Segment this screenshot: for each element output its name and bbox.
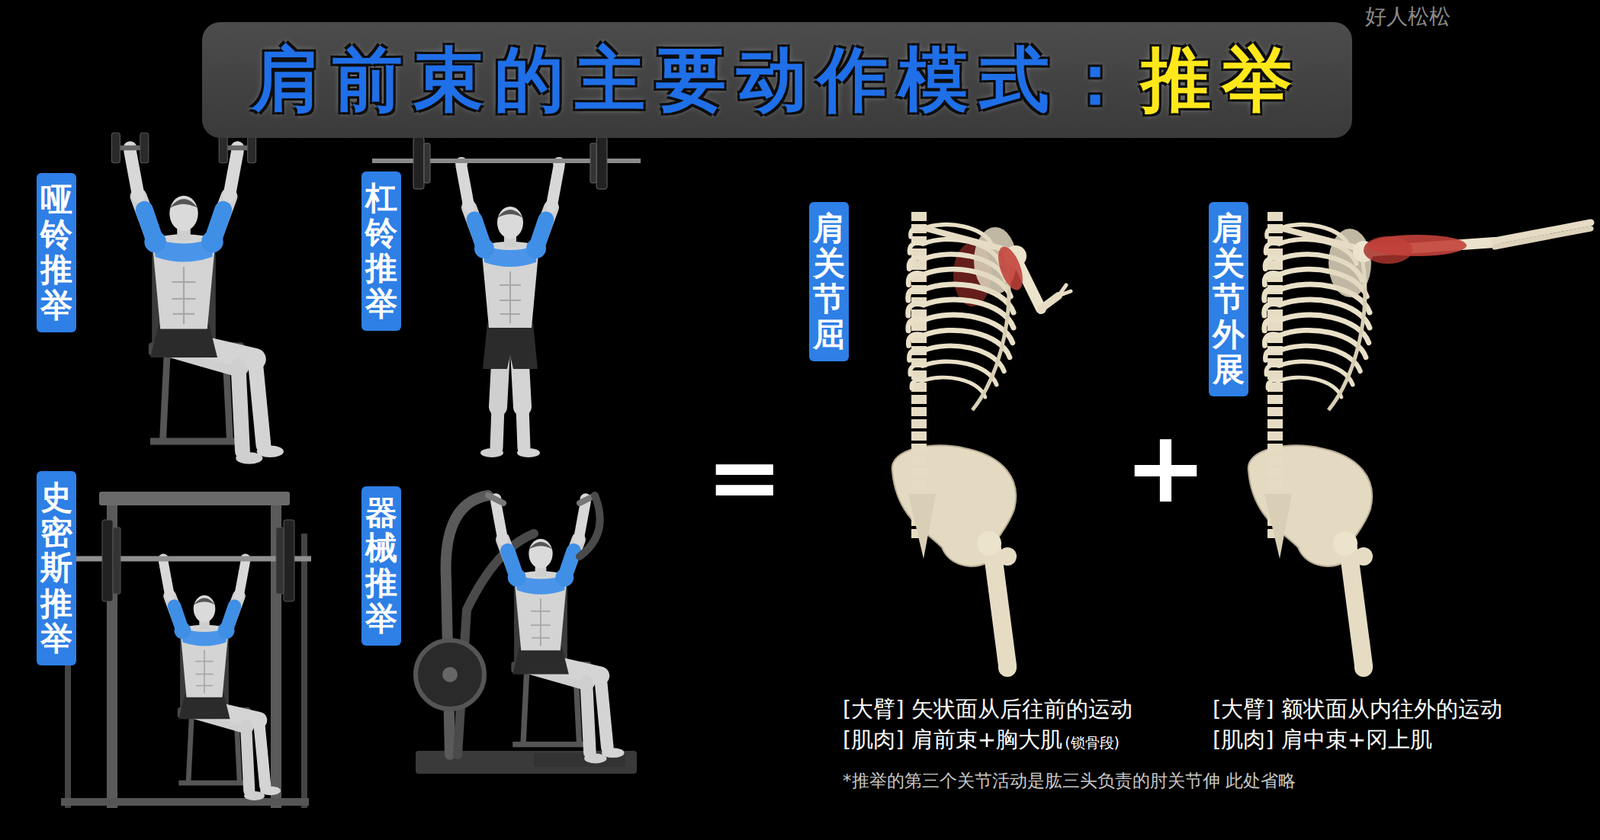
exercise-tag: 肩关节外展	[1208, 202, 1249, 397]
caption-line: [肌肉] 肩前束+胸大肌	[842, 726, 1063, 754]
watermark: 好人松松	[1365, 3, 1451, 30]
exercise-tag: 史密斯推举	[36, 471, 77, 666]
footnote: *推举的第三个关节活动是肱三头负责的肘关节伸 此处省略	[842, 770, 1296, 793]
tag-text: 肩关节屈	[812, 211, 845, 353]
caption-line: [大臂] 额状面从内往外的运动	[1212, 695, 1503, 723]
title-box: 肩前束的主要动作模式：推举	[202, 22, 1353, 139]
tag-text: 肩关节外展	[1212, 211, 1245, 388]
tag-text: 杠铃推举	[365, 180, 398, 322]
title-highlight: 推举	[1140, 44, 1303, 116]
equals-sign: =	[706, 431, 784, 524]
tag-text: 哑铃推举	[40, 182, 73, 324]
exercise-tag: 哑铃推举	[36, 173, 77, 333]
caption-line: [肌肉] 肩中束+冈上肌	[1212, 726, 1433, 754]
title-text: 肩前束的主要动作模式：	[251, 44, 1141, 116]
exercise-tag: 杠铃推举	[361, 171, 402, 331]
tag-text: 器械推举	[365, 495, 398, 637]
tag-text: 史密斯推举	[40, 480, 73, 657]
plus-sign: +	[1124, 417, 1208, 518]
caption-note: (锁骨段)	[1064, 734, 1120, 753]
exercise-tag: 器械推举	[361, 486, 402, 646]
caption-line: [大臂] 矢状面从后往前的运动	[842, 695, 1133, 723]
exercise-tag: 肩关节屈	[809, 202, 849, 362]
